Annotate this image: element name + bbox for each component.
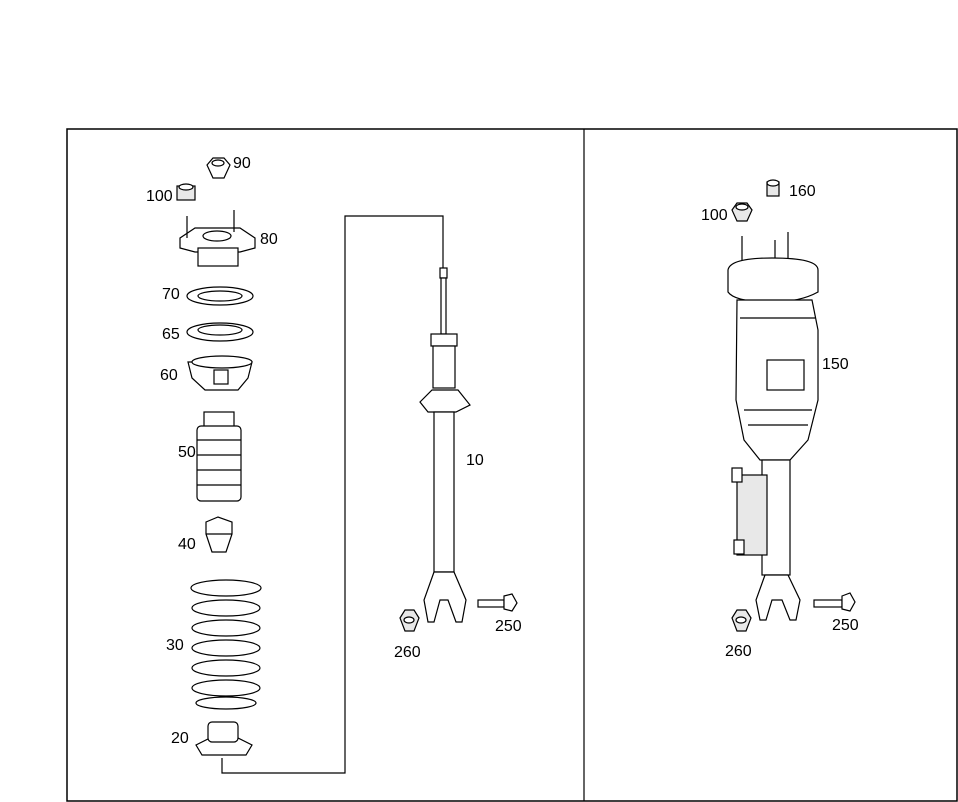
label-160: 160 [789,183,816,200]
part-260-nut[interactable] [731,609,752,632]
part-100-nut[interactable] [731,202,753,222]
part-260-nut[interactable] [399,609,420,632]
part-10-shock-absorber[interactable] [419,267,471,623]
assembly-bracket-line [221,215,444,774]
label-150: 150 [822,356,849,373]
label-260: 260 [394,644,421,661]
label-100: 100 [146,188,173,205]
label-60: 60 [160,367,178,384]
part-250-bolt[interactable] [813,592,856,612]
part-150-air-strut[interactable] [727,232,819,621]
part-70-washer[interactable] [186,286,254,306]
part-90-nut[interactable] [206,157,231,179]
part-40-bump-stop[interactable] [205,516,233,553]
part-160-nut[interactable] [766,179,780,197]
label-65: 65 [162,326,180,343]
label-250: 250 [832,617,859,634]
right-panel: 160 100 150 250 [701,179,859,660]
label-10: 10 [466,452,484,469]
left-panel: 90 100 80 70 65 60 [146,155,522,774]
label-30: 30 [166,637,184,654]
part-65-bearing[interactable] [186,322,254,342]
label-80: 80 [260,231,278,248]
part-50-dust-boot[interactable] [196,411,242,502]
label-40: 40 [178,536,196,553]
part-20-lower-seat[interactable] [195,721,253,756]
part-30-coil-spring[interactable] [190,579,262,710]
label-20: 20 [171,730,189,747]
diagram-frame [66,128,958,802]
label-260: 260 [725,643,752,660]
label-70: 70 [162,286,180,303]
label-250: 250 [495,618,522,635]
label-50: 50 [178,444,196,461]
part-80-top-mount[interactable] [179,210,256,267]
part-250-bolt[interactable] [477,593,518,612]
part-100-nut[interactable] [176,183,196,201]
label-90: 90 [233,155,251,172]
label-100: 100 [701,207,728,224]
part-60-spring-seat[interactable] [187,355,253,391]
